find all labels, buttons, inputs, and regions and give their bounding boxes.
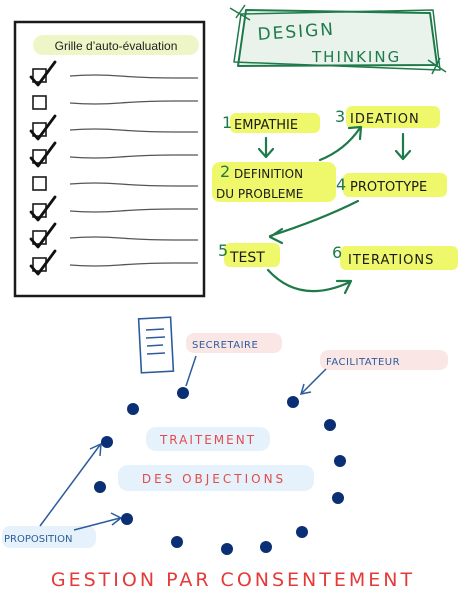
participant-dot <box>334 455 346 467</box>
step-number-5: 5 <box>218 241 228 260</box>
notepad-icon <box>137 316 175 374</box>
text-line <box>69 262 199 267</box>
checklist-row <box>29 114 199 141</box>
participant-dot <box>127 403 139 415</box>
banner-frame-inner <box>233 9 441 71</box>
participant-dot <box>287 396 299 408</box>
step-label-prototype: PROTOTYPE <box>350 180 427 195</box>
checkmark-icon <box>29 195 57 222</box>
text-line <box>69 154 199 159</box>
checkmark-icon <box>29 249 57 276</box>
participant-dot <box>121 513 133 525</box>
step-highlight <box>230 113 320 133</box>
banner-corner-mark <box>229 4 251 21</box>
center-highlight-2 <box>118 465 314 491</box>
participant-dot <box>177 387 189 399</box>
banner-corner-mark <box>427 57 447 75</box>
arrow-prototype-to-test <box>268 199 360 245</box>
step-number-3: 3 <box>335 107 345 126</box>
participant-dot <box>221 543 233 555</box>
text-line <box>69 100 199 105</box>
text-line <box>69 74 199 79</box>
secretary-pointer <box>185 355 197 387</box>
facilitator-arrow <box>299 368 327 395</box>
text-line <box>69 208 199 213</box>
step-highlight <box>346 106 440 128</box>
participant-dot <box>332 492 344 504</box>
step-number-6: 6 <box>332 243 342 262</box>
checklist-row <box>32 176 199 191</box>
center-highlight-1 <box>146 427 270 451</box>
step-label-definition: DEFINITION <box>234 167 303 181</box>
step-number-2: 2 <box>220 162 230 181</box>
self-assessment-card: Grille d’auto-évaluation <box>13 20 206 298</box>
arrow-test-to-iterations <box>266 268 353 295</box>
step-label-du-probleme: DU PROBLEME <box>216 187 303 201</box>
step-highlight <box>340 246 458 270</box>
step-label-ideation: IDEATION <box>350 112 420 127</box>
arrow-empathie-to-definition <box>257 136 275 159</box>
participant-dot <box>324 419 336 431</box>
checkmark-icon <box>29 60 57 87</box>
secretary-label: SECRETAIRE <box>192 340 258 351</box>
step-number-1: 1 <box>222 113 232 132</box>
participant-dot <box>101 436 113 448</box>
participant-dot <box>94 481 106 493</box>
center-label-line1: TRAITEMENT <box>159 433 256 447</box>
text-line <box>69 182 199 187</box>
secretary-highlight <box>186 333 282 353</box>
participant-dot <box>260 541 272 553</box>
checkbox <box>32 95 47 110</box>
checkmark-icon <box>29 114 57 141</box>
card-title-pill <box>33 35 199 55</box>
step-highlight <box>343 173 447 197</box>
checkbox <box>32 176 47 191</box>
facilitator-highlight <box>320 350 448 370</box>
proposal-label: PROPOSITION <box>4 534 72 545</box>
checklist-row <box>29 249 199 276</box>
arrow-definition-to-ideation <box>318 125 363 162</box>
checklist-row <box>29 141 199 168</box>
consent-section: SECRETAIRE FACILITATEUR PROPOSITION TRAI… <box>2 316 448 591</box>
checkmark-icon <box>29 141 57 168</box>
checklist-row <box>29 222 199 249</box>
design-thinking-banner: DESIGN THINKING <box>229 4 447 75</box>
proposal-arrows <box>39 442 123 531</box>
banner-title-line2: THINKING <box>311 48 401 66</box>
participant-circle <box>94 387 346 555</box>
checklist-row <box>29 60 199 87</box>
proposal-highlight <box>2 526 96 548</box>
arrow-ideation-to-prototype <box>394 132 412 161</box>
checklist-row <box>29 195 199 222</box>
step-number-4: 4 <box>336 175 346 194</box>
step-highlight <box>224 243 280 267</box>
step-label-iterations: ITERATIONS <box>348 253 434 268</box>
participant-dot <box>171 536 183 548</box>
step-label-test: TEST <box>229 250 265 266</box>
footer-title: GESTION PAR CONSENTEMENT <box>51 569 415 591</box>
step-label-empathie: EMPATHIE <box>234 118 298 133</box>
center-label-line2: DES OBJECTIONS <box>142 472 286 486</box>
design-thinking-steps: 1 EMPATHIE 3 IDEATION 2 DEFINITION DU PR… <box>212 106 458 295</box>
checklist-row <box>32 95 199 110</box>
card-title: Grille d’auto-évaluation <box>55 39 178 53</box>
facilitator-label: FACILITATEUR <box>326 357 400 368</box>
checkmark-icon <box>29 222 57 249</box>
checklist-rows <box>29 60 199 276</box>
text-line <box>69 128 199 133</box>
participant-dot <box>296 526 308 538</box>
step-highlight <box>212 162 336 202</box>
text-line <box>69 236 199 241</box>
